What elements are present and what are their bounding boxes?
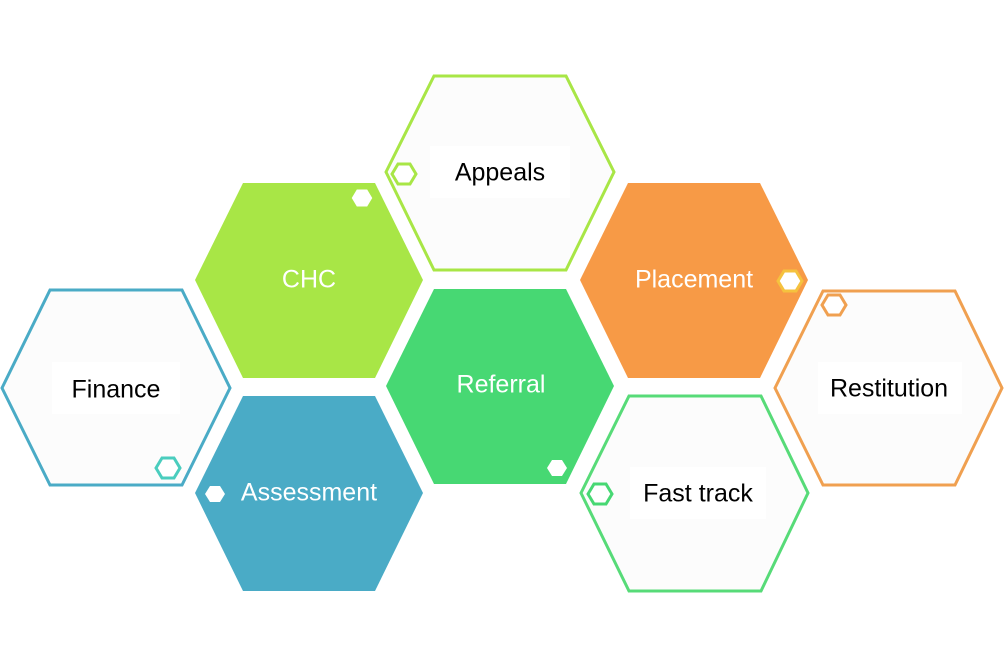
small-hexagon-icon (820, 293, 848, 317)
label-plate (818, 362, 962, 414)
hexagon-assessment-label: Assessment (241, 479, 377, 507)
small-hexagon-icon (776, 269, 804, 293)
hexagon-fast-track-label: Fast track (643, 480, 753, 508)
hexagon-restitution: Restitution (773, 289, 1004, 487)
hexagon-finance: Finance (0, 288, 232, 487)
small-hexagon-icon (390, 162, 418, 186)
hexagon-fast-track: Fast track (579, 394, 810, 593)
hexagon-assessment-shape (195, 396, 423, 591)
hexagon-restitution-label: Restitution (830, 375, 948, 403)
small-hexagon-icon (154, 456, 182, 480)
small-hexagon-icon (348, 186, 376, 210)
hexagon-referral-shape (386, 289, 614, 484)
hexagon-referral-label: Referral (457, 371, 546, 399)
hexagon-appeals: Appeals (384, 74, 616, 272)
small-hexagon-icon (547, 460, 567, 476)
label-plate (52, 362, 180, 414)
hexagon-referral: Referral (386, 289, 614, 484)
label-plate (430, 146, 570, 198)
hexagon-placement-label: Placement (635, 266, 753, 294)
label-plate (630, 467, 766, 519)
small-hexagon-icon (586, 482, 614, 506)
hexagon-appeals-label: Appeals (455, 159, 545, 187)
hexagon-placement: Placement (580, 183, 808, 378)
hexagon-chc-shape (195, 183, 423, 378)
hexagon-assessment: Assessment (195, 396, 423, 591)
hexagon-finance-label: Finance (72, 376, 161, 404)
small-hexagon-icon (205, 486, 225, 502)
hexagon-placement-shape (580, 183, 808, 378)
hexagon-chc-label: CHC (282, 266, 336, 294)
hexagon-chc: CHC (195, 183, 423, 378)
